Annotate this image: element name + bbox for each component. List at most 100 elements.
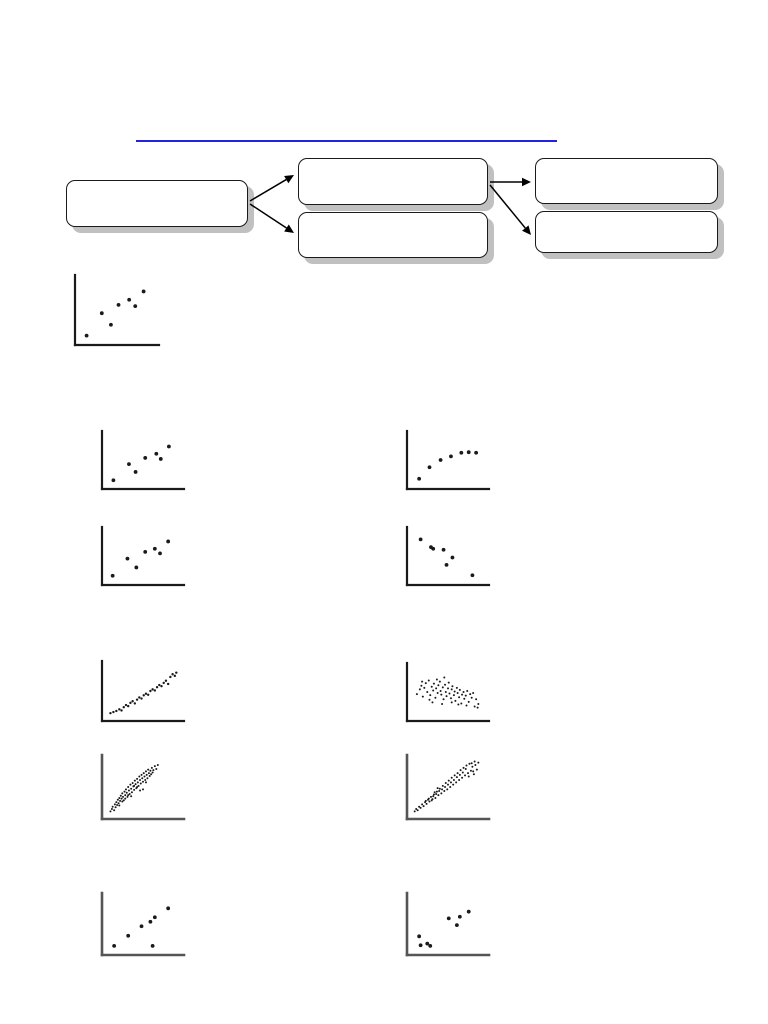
data-point	[125, 556, 130, 561]
data-point	[151, 771, 154, 774]
data-point	[138, 696, 141, 699]
data-point	[143, 549, 148, 554]
flowchart-arrow-top-to-leaf-bottom	[489, 184, 531, 235]
data-point	[454, 923, 459, 928]
scatter-1-canvas	[73, 273, 161, 347]
data-point	[452, 783, 455, 786]
data-point	[138, 775, 141, 778]
data-point	[164, 679, 168, 682]
data-point	[136, 786, 139, 788]
data-point	[158, 457, 163, 461]
scatterplot-scatter-8	[95, 752, 187, 826]
header-hyperlink-label	[136, 129, 557, 140]
scatterplot-scatter-9	[400, 752, 492, 826]
data-point	[147, 772, 150, 775]
data-point	[133, 784, 136, 787]
data-point	[468, 762, 471, 765]
data-point	[429, 545, 433, 550]
data-point	[130, 795, 133, 798]
data-point	[452, 694, 455, 697]
data-point	[430, 685, 433, 688]
scatter-3-canvas	[405, 429, 491, 491]
data-point	[127, 786, 130, 788]
data-point	[150, 773, 153, 776]
data-point	[143, 456, 148, 460]
data-point	[438, 787, 441, 790]
data-point	[466, 689, 469, 692]
data-point	[449, 454, 453, 459]
data-point	[460, 702, 463, 705]
scatter-10-canvas	[100, 891, 186, 957]
data-point	[423, 686, 426, 689]
data-point	[416, 809, 419, 812]
data-point	[122, 799, 125, 802]
data-point	[121, 792, 124, 795]
data-point	[477, 761, 480, 764]
header-hyperlink[interactable]	[136, 129, 557, 143]
scatterplot-scatter-5	[400, 524, 492, 592]
data-point	[121, 800, 124, 803]
data-point	[139, 782, 142, 785]
data-point	[421, 695, 424, 698]
data-point	[415, 808, 418, 811]
data-point	[127, 794, 130, 797]
data-point	[434, 696, 437, 699]
data-point	[141, 777, 144, 780]
flowchart-box-leaf-top	[535, 158, 718, 204]
data-point	[122, 706, 125, 709]
scatterplot-scatter-1	[68, 272, 162, 352]
data-point	[473, 760, 476, 763]
data-point	[456, 692, 459, 695]
data-point	[456, 772, 459, 775]
data-point	[109, 322, 113, 327]
data-point	[118, 804, 121, 807]
data-point	[417, 934, 422, 939]
data-point	[129, 783, 132, 786]
data-point	[421, 680, 424, 683]
data-point	[458, 688, 461, 691]
data-point	[457, 914, 462, 919]
data-point	[153, 689, 157, 692]
data-point	[444, 683, 447, 686]
data-point	[115, 801, 118, 804]
data-point	[470, 573, 475, 578]
data-point	[418, 688, 421, 691]
data-point	[435, 790, 438, 793]
data-point	[449, 786, 452, 788]
data-point	[413, 810, 416, 813]
data-point	[133, 304, 138, 309]
data-point	[428, 943, 433, 948]
data-point	[436, 787, 439, 790]
data-point	[472, 692, 475, 695]
data-point	[474, 763, 477, 766]
data-point	[462, 766, 465, 769]
data-point	[446, 916, 451, 921]
data-point	[417, 476, 422, 481]
data-point	[469, 769, 472, 772]
data-point	[133, 779, 136, 782]
data-point	[459, 769, 462, 772]
data-point	[139, 779, 142, 782]
scatter-2-canvas	[100, 429, 186, 491]
data-point	[148, 774, 151, 777]
data-point	[142, 780, 144, 783]
flowchart-box-branch-top	[298, 158, 488, 205]
data-point	[465, 764, 468, 767]
data-point	[133, 788, 136, 791]
data-point	[444, 562, 449, 567]
data-point	[122, 795, 125, 798]
data-point	[457, 703, 460, 706]
data-point	[426, 691, 429, 693]
data-point	[418, 943, 423, 948]
data-point	[133, 702, 137, 705]
data-point	[428, 800, 431, 803]
data-point	[437, 684, 440, 687]
data-point	[158, 551, 162, 556]
data-point	[470, 696, 473, 699]
scatterplot-scatter-7	[400, 660, 492, 728]
data-point	[124, 788, 127, 791]
data-point	[135, 698, 139, 701]
data-point	[127, 297, 132, 302]
data-point	[461, 771, 464, 774]
